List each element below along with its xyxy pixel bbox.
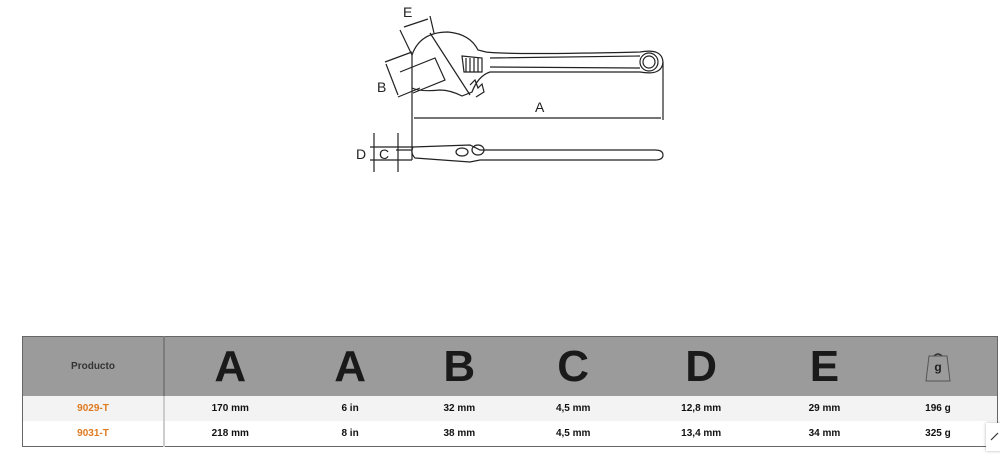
header-b: B	[404, 336, 514, 396]
cell-weight: 196 g	[878, 396, 998, 421]
cell-d: 12,8 mm	[632, 396, 770, 421]
cell-a-mm: 170 mm	[164, 396, 296, 421]
cell-c: 4,5 mm	[513, 421, 633, 447]
cell-a-in: 8 in	[295, 421, 405, 447]
table-row: 9031-T 218 mm 8 in 38 mm 4,5 mm 13,4 mm …	[22, 421, 998, 447]
product-code[interactable]: 9031-T	[22, 421, 165, 447]
header-e: E	[769, 336, 879, 396]
cell-c: 4,5 mm	[513, 396, 633, 421]
header-a-mm: A	[164, 336, 296, 396]
expand-widget-button[interactable]	[986, 423, 1000, 451]
product-code[interactable]: 9029-T	[22, 396, 165, 421]
cell-a-mm: 218 mm	[164, 421, 296, 447]
cell-b: 38 mm	[404, 421, 514, 447]
product-dimensions-table: Producto A A B C D E g 9029-T 170 mm 6 i…	[22, 336, 998, 447]
resize-icon	[990, 432, 999, 441]
header-d: D	[632, 336, 770, 396]
adjusting-screw	[461, 55, 483, 73]
label-d: D	[356, 146, 366, 162]
weight-icon-label: g	[934, 360, 941, 374]
cell-a-in: 6 in	[295, 396, 405, 421]
weight-icon: g	[925, 352, 951, 381]
header-weight: g	[878, 336, 998, 396]
header-producto: Producto	[22, 336, 165, 396]
header-c: C	[513, 336, 633, 396]
cell-e: 29 mm	[769, 396, 879, 421]
cell-d: 13,4 mm	[632, 421, 770, 447]
label-a: A	[535, 99, 545, 115]
table-row: 9029-T 170 mm 6 in 32 mm 4,5 mm 12,8 mm …	[22, 396, 998, 421]
table-header-row: Producto A A B C D E g	[22, 336, 998, 396]
cell-e: 34 mm	[769, 421, 879, 447]
label-b: B	[377, 79, 386, 95]
header-a-in: A	[295, 336, 405, 396]
wrench-head	[411, 31, 664, 97]
label-c: C	[379, 146, 389, 162]
wrench-technical-drawing: E B A D C	[356, 4, 664, 172]
hanging-hole	[639, 52, 659, 72]
label-e: E	[403, 4, 412, 20]
cell-b: 32 mm	[404, 396, 514, 421]
cell-weight: 325 g	[878, 421, 998, 447]
wrench-side-view	[411, 144, 664, 163]
